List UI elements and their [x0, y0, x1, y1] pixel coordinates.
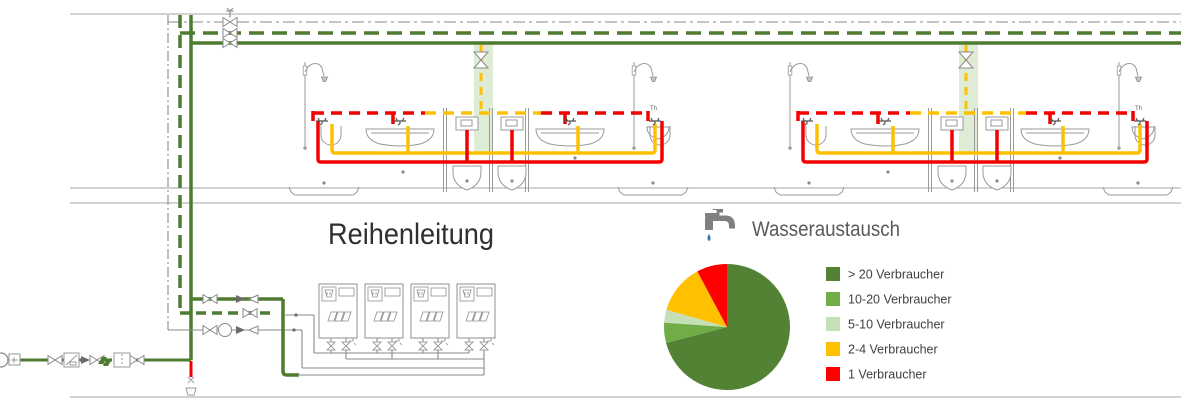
legend-item: 2-4 Verbraucher — [826, 342, 938, 357]
legend-swatch — [826, 267, 840, 281]
legend-label: 1 Verbraucher — [848, 368, 927, 382]
legend-label: 5-10 Verbraucher — [848, 318, 945, 332]
backflow-preventer-icon — [98, 357, 112, 366]
legend-label: 10-20 Verbraucher — [848, 293, 952, 307]
water-heaters — [281, 284, 495, 377]
fixture-group-left — [289, 43, 688, 195]
legend-item: > 20 Verbraucher — [826, 267, 944, 282]
legend-item: 10-20 Verbraucher — [826, 292, 952, 307]
legend-swatch — [826, 317, 840, 331]
pie-chart — [664, 264, 790, 391]
cold-feed-drop — [281, 299, 299, 377]
legend-label: 2-4 Verbraucher — [848, 343, 938, 357]
supply-line — [0, 352, 197, 396]
pie-slice — [666, 264, 790, 391]
faucet-icon — [705, 209, 735, 242]
chart-title: Wasseraustausch — [752, 218, 900, 241]
branch-lines — [168, 294, 302, 337]
pie-slice — [664, 309, 727, 327]
fixture-group-right — [774, 43, 1173, 195]
legend-swatch — [826, 342, 840, 356]
pie-legend: > 20 Verbraucher 10-20 Verbraucher 5-10 … — [826, 267, 952, 382]
pie-slice — [666, 271, 727, 327]
valve-stem-icon — [226, 7, 234, 18]
water-drop-icon — [707, 234, 711, 242]
legend-item: 5-10 Verbraucher — [826, 317, 945, 332]
legend-item: 1 Verbraucher — [826, 367, 927, 382]
diagram-title: Reihenleitung — [328, 218, 494, 251]
risers — [167, 15, 193, 360]
pie-slice — [664, 322, 727, 344]
drain-tap-icon — [185, 376, 197, 396]
ceiling-mains — [168, 7, 1181, 48]
heater-manifolds — [285, 314, 485, 376]
supply-inlet-icon — [0, 352, 9, 368]
legend-swatch — [826, 292, 840, 306]
chart-header: Wasseraustausch — [705, 209, 900, 242]
building-lines — [70, 13, 1181, 398]
legend-swatch — [826, 367, 840, 381]
legend-label: > 20 Verbraucher — [848, 268, 944, 282]
pie-slice — [697, 264, 727, 327]
